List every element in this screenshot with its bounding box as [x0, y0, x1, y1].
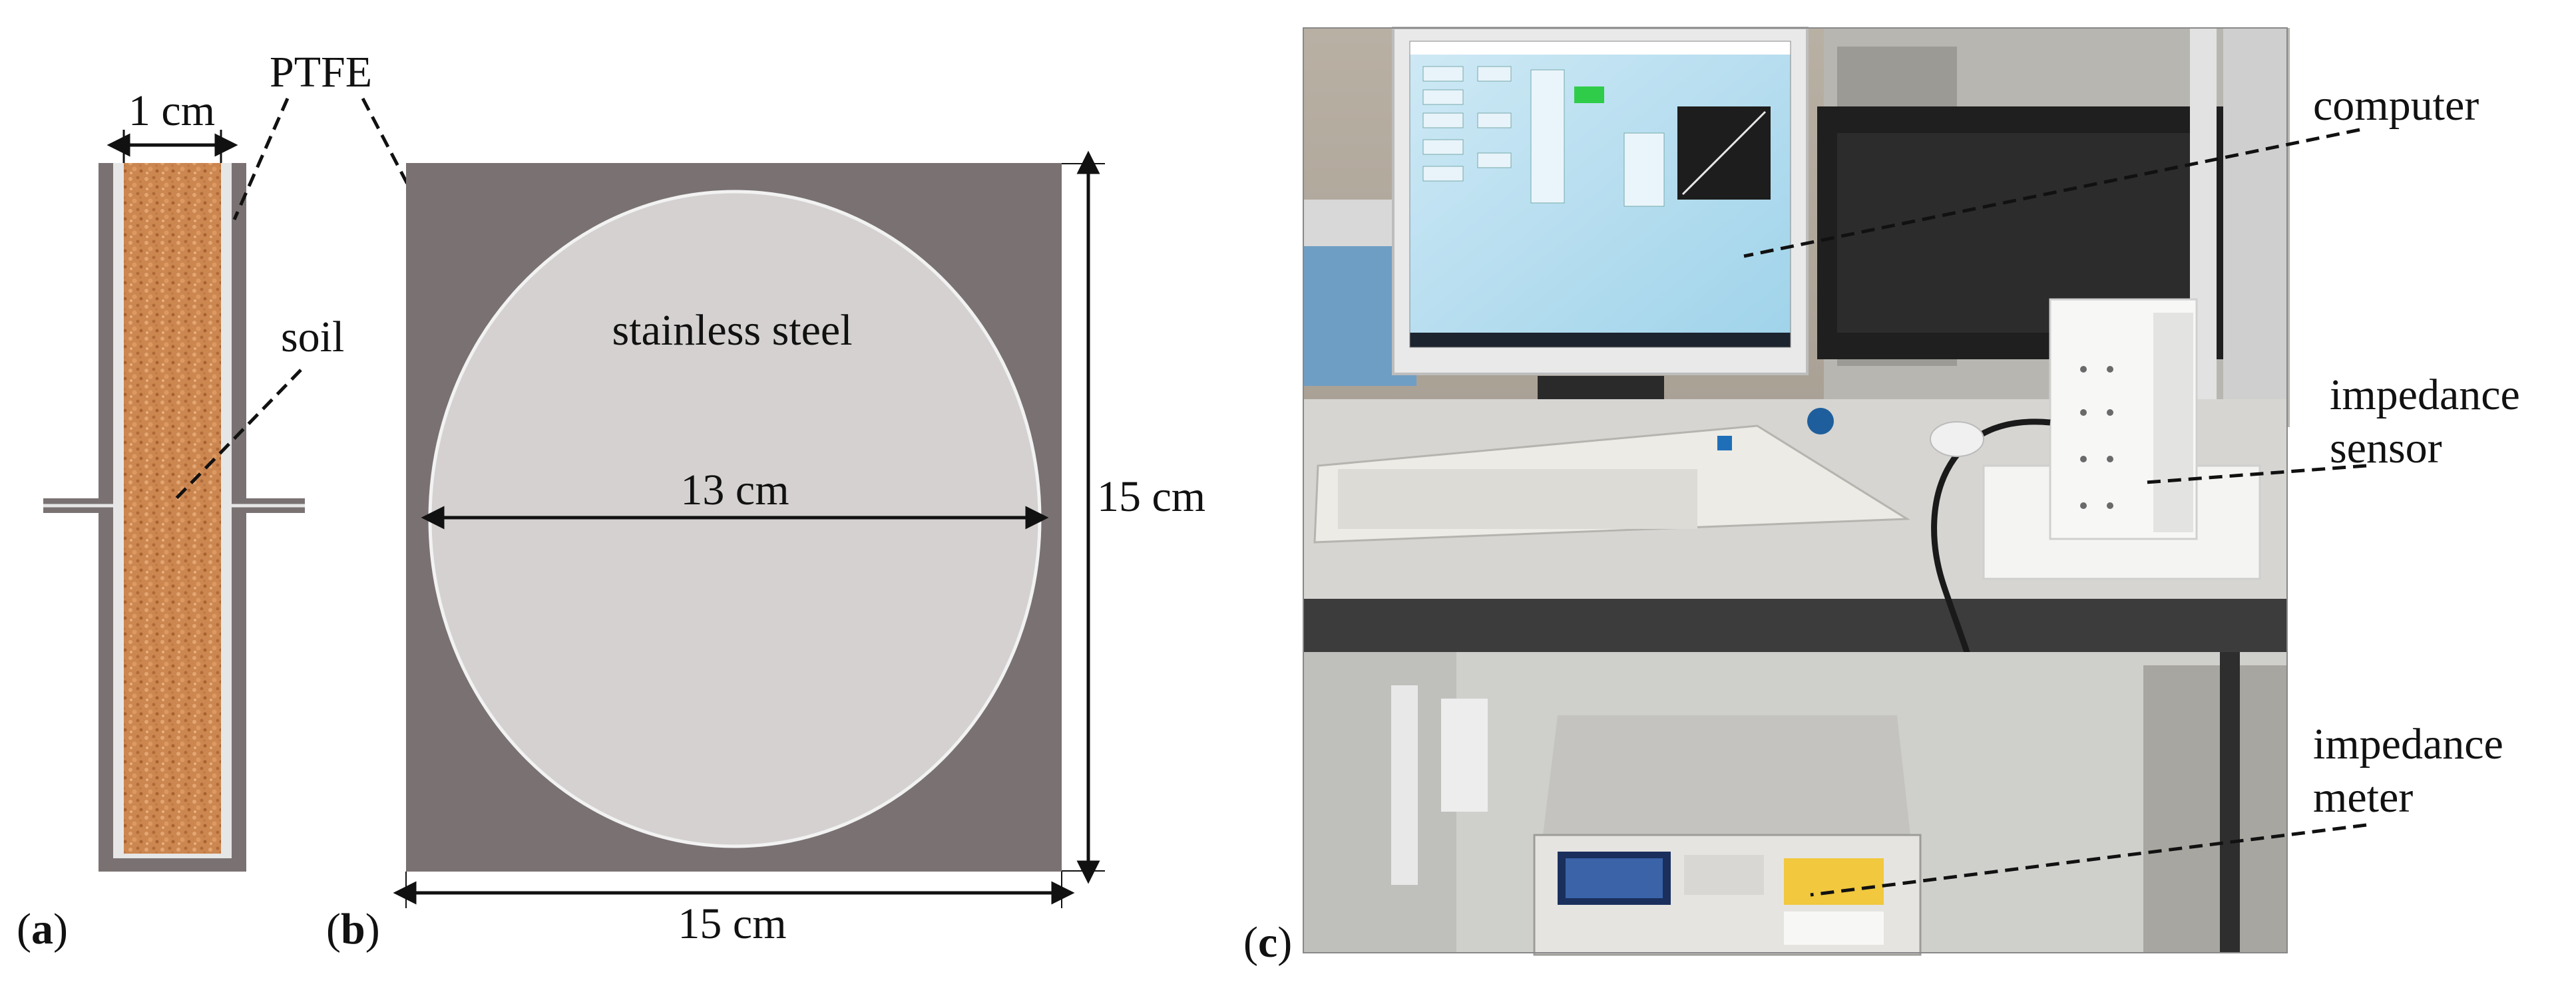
lab-photo [1303, 27, 2290, 956]
impedance-sensor-pointer [2146, 464, 2367, 484]
impedance-meter-pointer [1810, 823, 2367, 897]
soil-pointer [173, 369, 302, 502]
panel-b-letter: (b) [326, 905, 380, 953]
impedance-sensor-label-1: impedance [2330, 371, 2520, 419]
ptfe-pointer-a [232, 97, 290, 221]
impedance-meter-label-2: meter [2313, 773, 2413, 822]
impedance-sensor-photo [1982, 298, 2261, 580]
monitor [1392, 27, 1809, 375]
computer-label: computer [2313, 81, 2479, 130]
computer-pointer [1743, 128, 2360, 258]
ptfe-label: PTFE [270, 48, 372, 96]
width-label: 1 cm [128, 86, 215, 135]
soil-column [124, 163, 221, 854]
plate-width-label: 15 cm [678, 900, 786, 948]
height-label: 15 cm [1097, 472, 1205, 521]
impedance-meter-photo [1533, 715, 1922, 956]
keyboard [1313, 408, 1910, 544]
soil-label: soil [281, 313, 344, 361]
impedance-sensor-label-2: sensor [2330, 424, 2442, 472]
panel-a: 1 cm PTFE soil (a) [17, 48, 428, 953]
panel-c-letter: (c) [1243, 918, 1292, 967]
disc-label: stainless steel [612, 306, 852, 355]
panel-b: stainless steel 13 cm 15 cm 15 cm (b) [326, 150, 1205, 953]
impedance-meter-label-1: impedance [2313, 720, 2503, 768]
diameter-label: 13 cm [680, 466, 789, 514]
panel-a-letter: (a) [17, 905, 68, 953]
panel-c: computer impedance sensor impedance mete… [1243, 27, 2520, 967]
